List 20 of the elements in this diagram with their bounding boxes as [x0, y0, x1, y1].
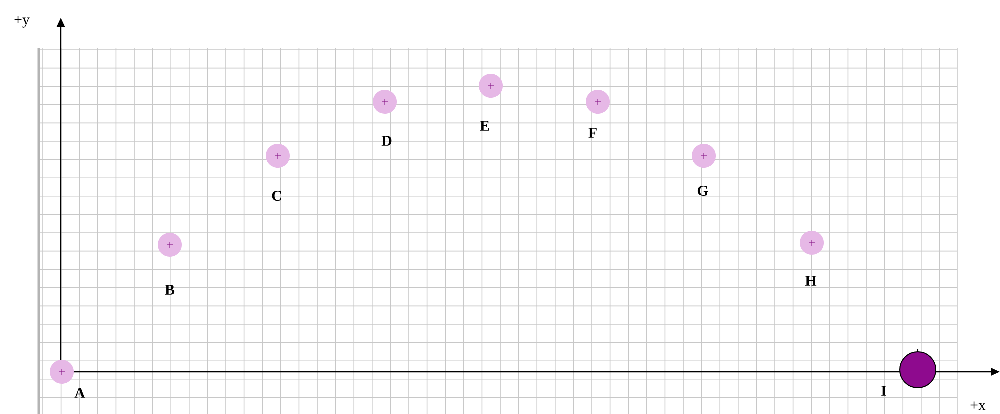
point-label: H: [805, 276, 817, 286]
point-label: C: [272, 190, 282, 202]
ball: [373, 90, 397, 114]
ball: [50, 360, 74, 384]
point-label: E: [480, 121, 490, 131]
ball: [692, 144, 716, 168]
point-label: B: [165, 285, 175, 295]
ball: [479, 74, 504, 98]
point-label: D: [382, 136, 392, 146]
axis-label: +y: [14, 16, 30, 28]
point-label: I: [882, 386, 886, 396]
axis-label: +x: [970, 402, 986, 410]
point-label: F: [588, 128, 597, 138]
ball: [266, 144, 290, 168]
ball: [800, 231, 824, 255]
ball: [900, 348, 937, 388]
ball: [586, 90, 610, 114]
point-label: A: [74, 388, 86, 398]
point-label: G: [698, 186, 708, 196]
ball: [158, 233, 182, 257]
